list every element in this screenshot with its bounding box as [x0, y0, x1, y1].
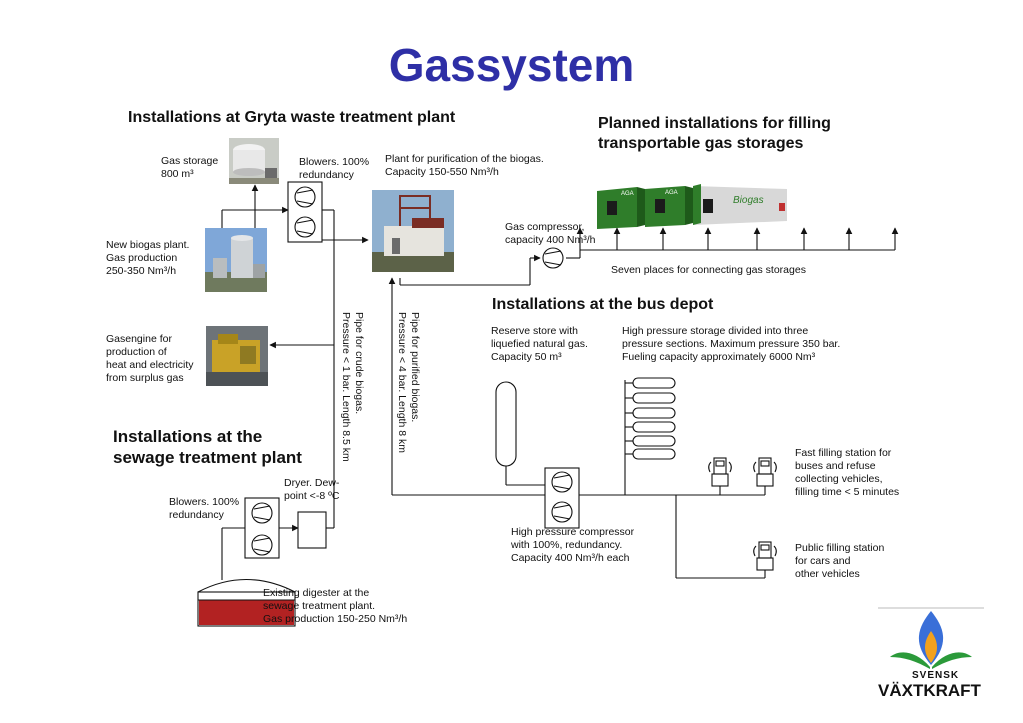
label-public-filling: Public filling station for cars and othe…	[795, 542, 885, 580]
label-digester: Existing digester at the sewage treatmen…	[263, 587, 408, 625]
logo-line1: SVENSK	[912, 670, 960, 681]
label-hp-storage: High pressure storage divided into three…	[622, 325, 841, 363]
label-gasengine: Gasengine for production of heat and ele…	[106, 333, 194, 384]
label-purification: Plant for purification of the biogas. Ca…	[385, 153, 544, 178]
label-dryer: Dryer. Dew- point <-8 ºC	[284, 477, 340, 502]
dryer-box	[297, 511, 327, 549]
digester-fill	[199, 600, 294, 625]
blowers-top-box	[287, 181, 323, 243]
digester-tank	[197, 591, 296, 627]
svensk-vaxtkraft-logo: SVENSK VÄXTKRAFT	[876, 605, 988, 700]
flame-leaf-icon	[878, 607, 984, 669]
hp-bottle	[632, 392, 676, 404]
label-blowers-bottom: Blowers. 100% redundancy	[169, 496, 240, 521]
hp-bottle	[632, 421, 676, 433]
label-reserve-store: Reserve store with liquefied natural gas…	[491, 325, 588, 363]
hp-compressor-box	[544, 467, 580, 529]
label-hp-compressor: High pressure compressor with 100%, redu…	[511, 526, 635, 564]
reserve-tank	[495, 381, 517, 467]
label-new-biogas: New biogas plant. Gas production 250-350…	[106, 239, 190, 277]
header-gryta: Installations at Gryta waste treatment p…	[128, 109, 456, 126]
container-mark-middle: AGA	[665, 190, 678, 196]
label-blowers-top: Blowers. 100% redundancy	[299, 156, 370, 181]
label-fast-filling: Fast filling station for buses and refus…	[795, 447, 900, 498]
digester-dome	[197, 579, 296, 593]
fuel-dispenser-icon	[753, 541, 777, 571]
container-mark-left: AGA	[621, 191, 634, 197]
new-biogas-plant-photo	[205, 228, 267, 292]
gasengine-photo	[206, 326, 268, 386]
purification-plant-photo	[372, 190, 454, 272]
hp-bottle	[632, 407, 676, 419]
logo-line2: VÄXTKRAFT	[878, 681, 981, 700]
label-pipe-purified: Pipe for purified biogas. Pressure < 4 b…	[396, 312, 421, 453]
hp-bottle	[632, 377, 676, 389]
header-bus-depot: Installations at the bus depot	[492, 296, 714, 313]
label-pipe-crude: Pipe for crude biogas. Pressure < 1 bar.…	[340, 312, 365, 462]
container-mark-right: Biogas	[733, 195, 764, 206]
label-gas-storage: Gas storage 800 m³	[161, 155, 219, 180]
gas-storage-photo	[229, 138, 279, 184]
label-gas-compressor: Gas compressor, capacity 400 Nm³/h	[505, 221, 596, 246]
hp-bottle	[632, 448, 676, 460]
header-planned: Planned installations for filling transp…	[598, 115, 831, 152]
label-seven-places: Seven places for connecting gas storages	[611, 264, 806, 276]
gas-compressor-symbol	[542, 247, 564, 269]
transportable-gas-storages-photo: AGA AGA Biogas	[597, 183, 797, 231]
page-title: Gassystem	[388, 39, 635, 91]
hp-bottle	[632, 435, 676, 447]
fuel-dispenser-icon	[753, 457, 777, 487]
header-sewage: Installations at the sewage treatment pl…	[113, 427, 302, 467]
fuel-dispenser-icon	[708, 457, 732, 487]
